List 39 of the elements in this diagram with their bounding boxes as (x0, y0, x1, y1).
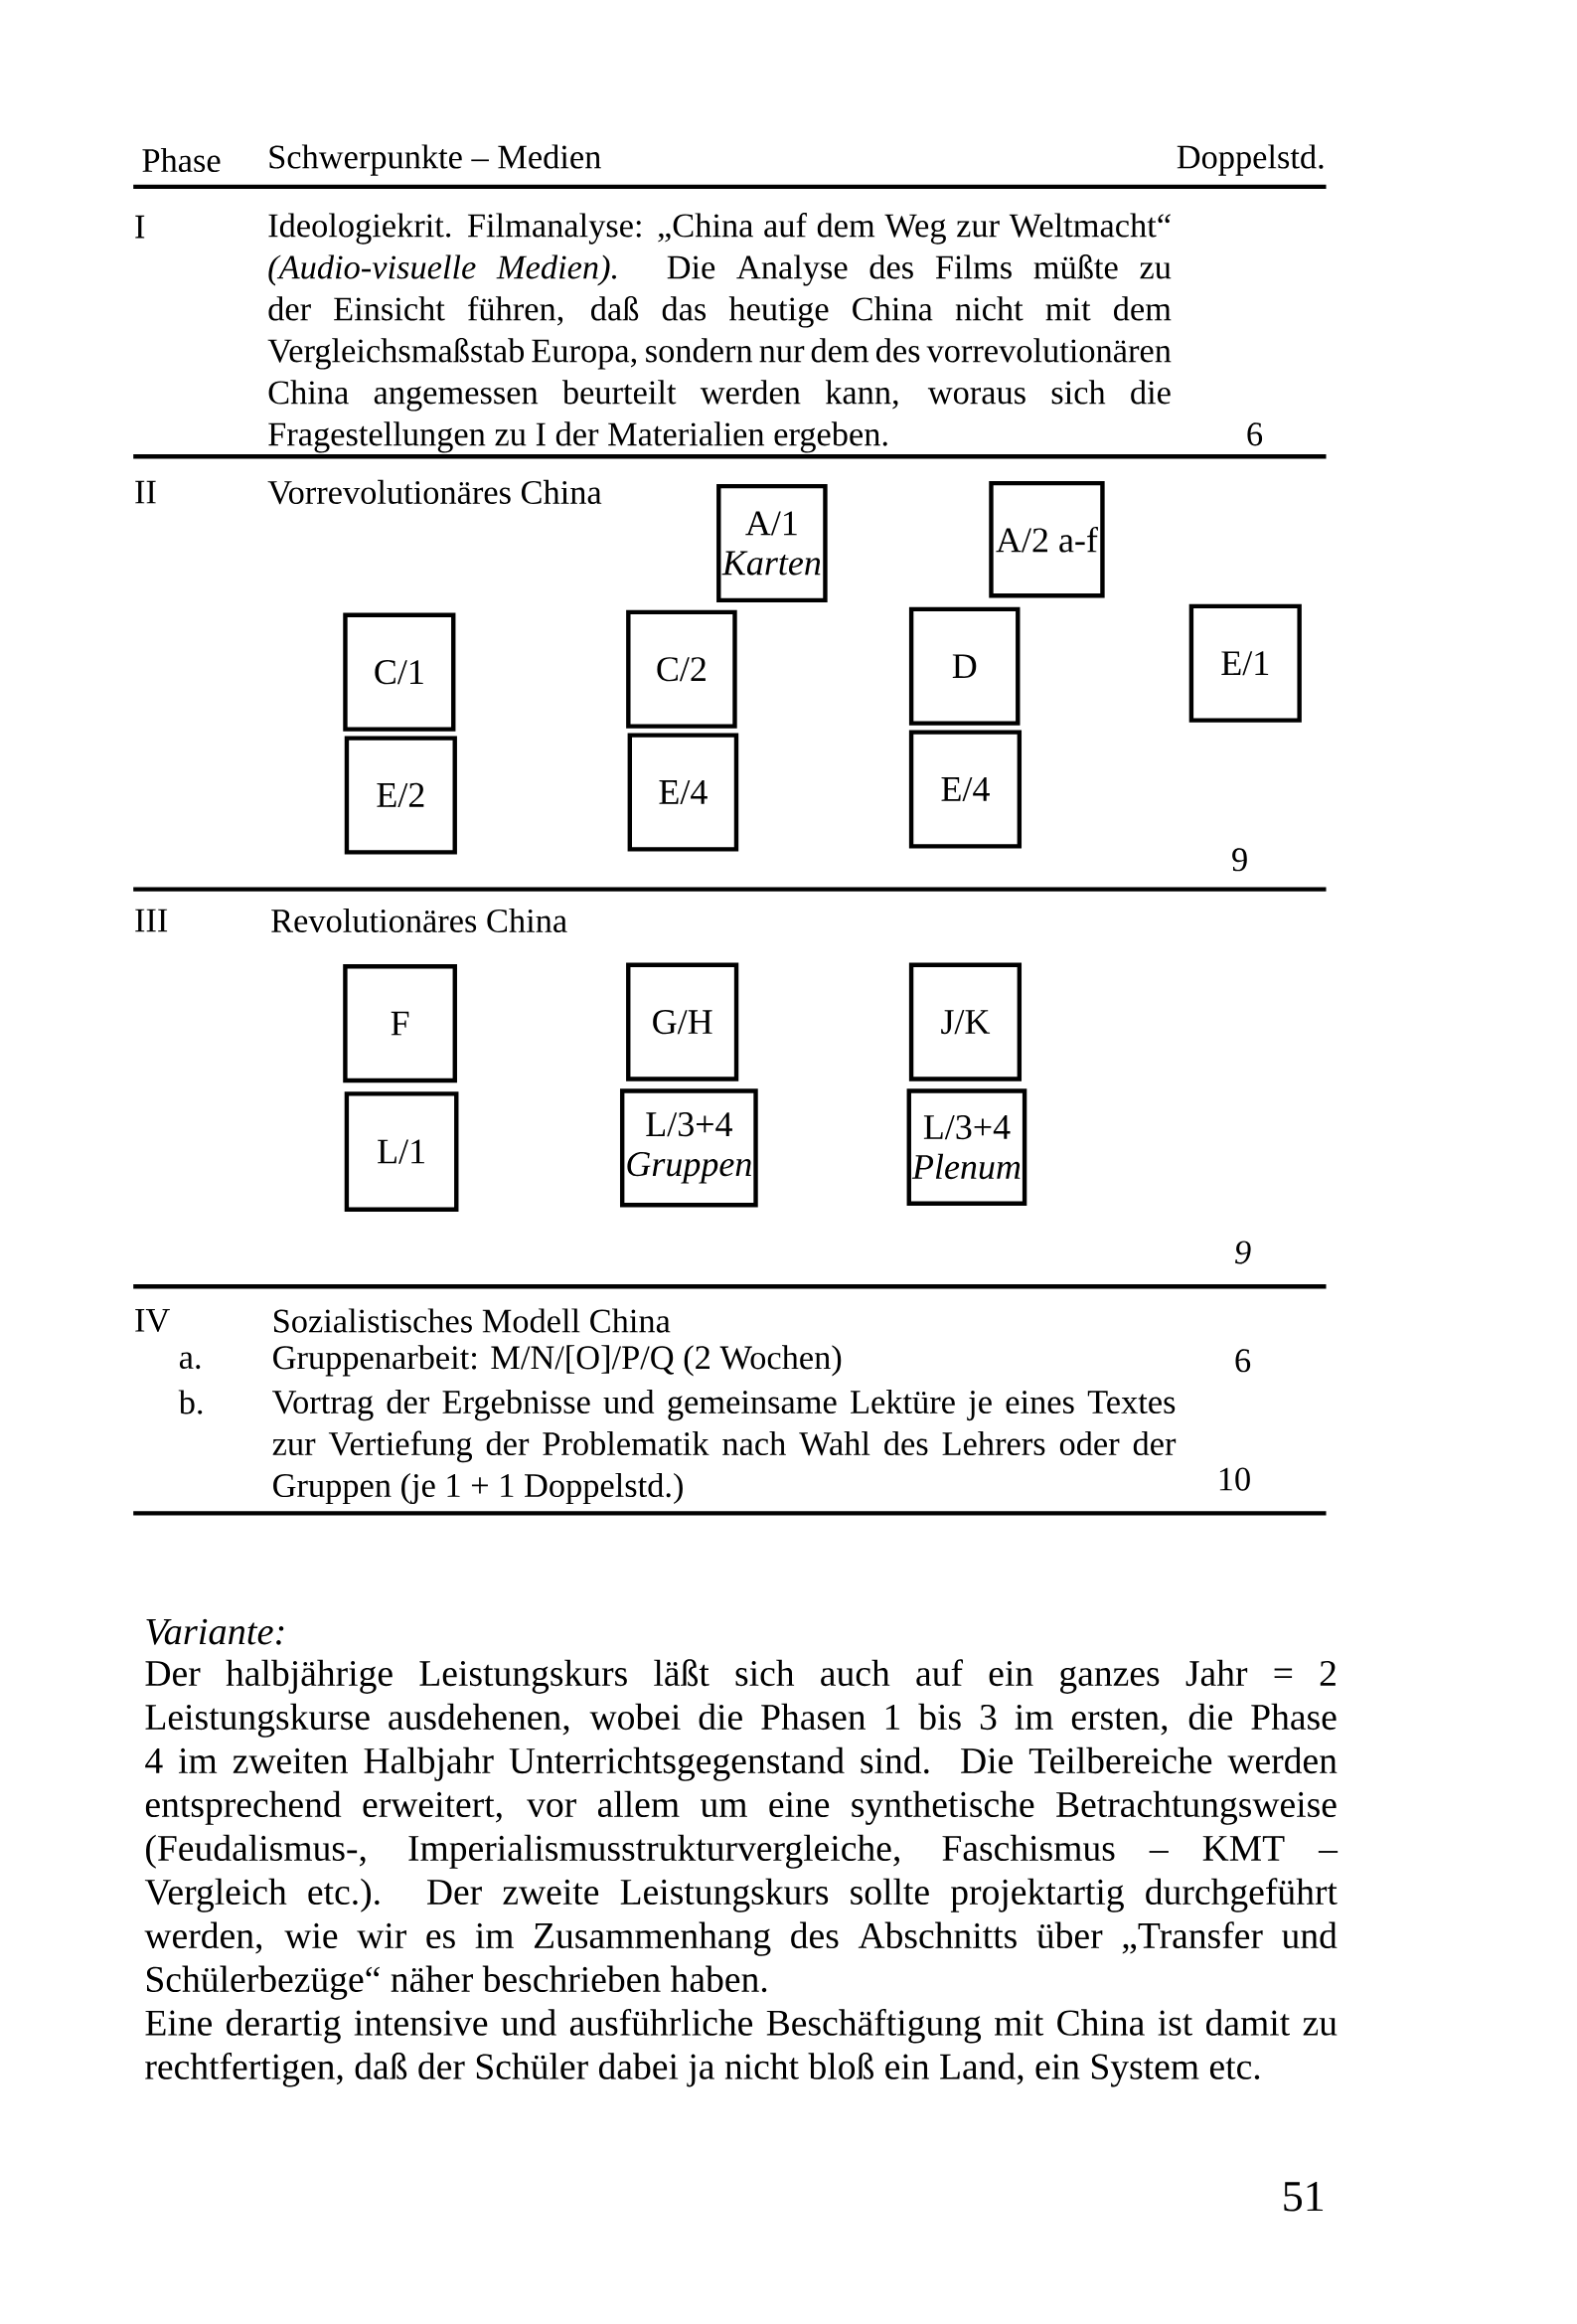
page-number: 51 (1284, 2182, 1324, 2212)
label-box: C/2 (626, 609, 737, 729)
label-box: L/3+4 Gruppen (620, 1088, 758, 1208)
label-box: L/3+4 Plenum (906, 1088, 1027, 1206)
section-heading: Vorrevolutionäres China (267, 479, 602, 505)
column-header: Phase (142, 147, 221, 173)
phase-number: I (135, 215, 145, 239)
label-box: E/1 (1188, 603, 1303, 723)
hours-number: 9 (1235, 1241, 1251, 1264)
subheading: Variante: (146, 1618, 284, 1645)
label-box: C/1 (343, 612, 456, 732)
label-box: G/H (626, 962, 739, 1081)
column-header: Schwerpunkte – Medien (269, 144, 602, 176)
label-box: L/1 (344, 1091, 459, 1212)
phase-number: II (135, 480, 156, 504)
label-box: A/2 a-f (989, 480, 1105, 598)
section-heading: Sozialistisches Modell China (274, 1308, 671, 1333)
label-box: J/K (909, 962, 1023, 1081)
paragraph: Der halbjährige Leistungskurs läßt sich auch auf ein ganzes Jahr = 2 Leistungskurse ausdehenen, wobei die Phasen 1 bis 3 im ersten, die Phase 4 im zweiten Halbjahr Unterrichtsgegenstand sind. Die Teilbereiche werden entsprechend erweitert, vor allem um eine synthetische Betrachtungsweise (Feudalismus-, Imperialismusstrukturvergleiche, Faschismus – KMT – Vergleich etc.). Der zweite Leistungskurs sollte projektartig durchgeführt werden, wie wir es im Zusammenhang des Abschnitts über „Transfer und Schülerbezüge“ näher beschrieben haben. (144, 1659, 1339, 2000)
paragraph: Ideologiekrit. Filmanalyse: „China auf dem Weg zur Weltmacht“ (Audio-visuelle Medien). Die Analyse des Films müßte zu der Einsicht führen, daß das heutige China nicht mit dem Vergleichsmaßstab Europa, sondern nur dem des vorrevolutionären China angemessen beurteilt werden kann, woraus sich die Fragestellungen zu I der Materialien ergeben. (267, 213, 1172, 453)
item-letter: a. (180, 1352, 201, 1370)
item-text: Gruppenarbeit: M/N/[O]/P/Q (2 Wochen) (273, 1345, 842, 1377)
label-box: E/4 (627, 733, 739, 852)
phase-number: III (135, 909, 168, 932)
label-box: E/2 (345, 736, 458, 855)
label-box: F (343, 964, 458, 1083)
hours-number: 6 (1247, 422, 1263, 446)
label-box: D (909, 606, 1021, 726)
item-letter: b. (178, 1390, 203, 1414)
phase-number: IV (135, 1309, 171, 1333)
label-box: A/1 Karten (716, 483, 828, 603)
label-box: E/4 (909, 730, 1023, 849)
hours-number: 9 (1232, 848, 1248, 872)
hours-number: 6 (1235, 1349, 1251, 1373)
paragraph: Eine derartig intensive und ausführliche Beschäftigung mit China ist damit zu rechtfertigen, daß der Schüler dabei ja nicht bloß ein Land, ein System etc. (145, 2009, 1338, 2087)
item-text: Vortrag der Ergebnisse und gemeinsame Lektüre je eines Textes zur Vertiefung der Problematik nach Wahl des Lehrers oder der Gruppen (je 1 + 1 Doppelstd.) (272, 1389, 1177, 1505)
hours-number: 10 (1220, 1467, 1251, 1491)
section-heading: Revolutionäres China (271, 908, 567, 933)
column-header: Doppelstd. (1178, 144, 1324, 176)
